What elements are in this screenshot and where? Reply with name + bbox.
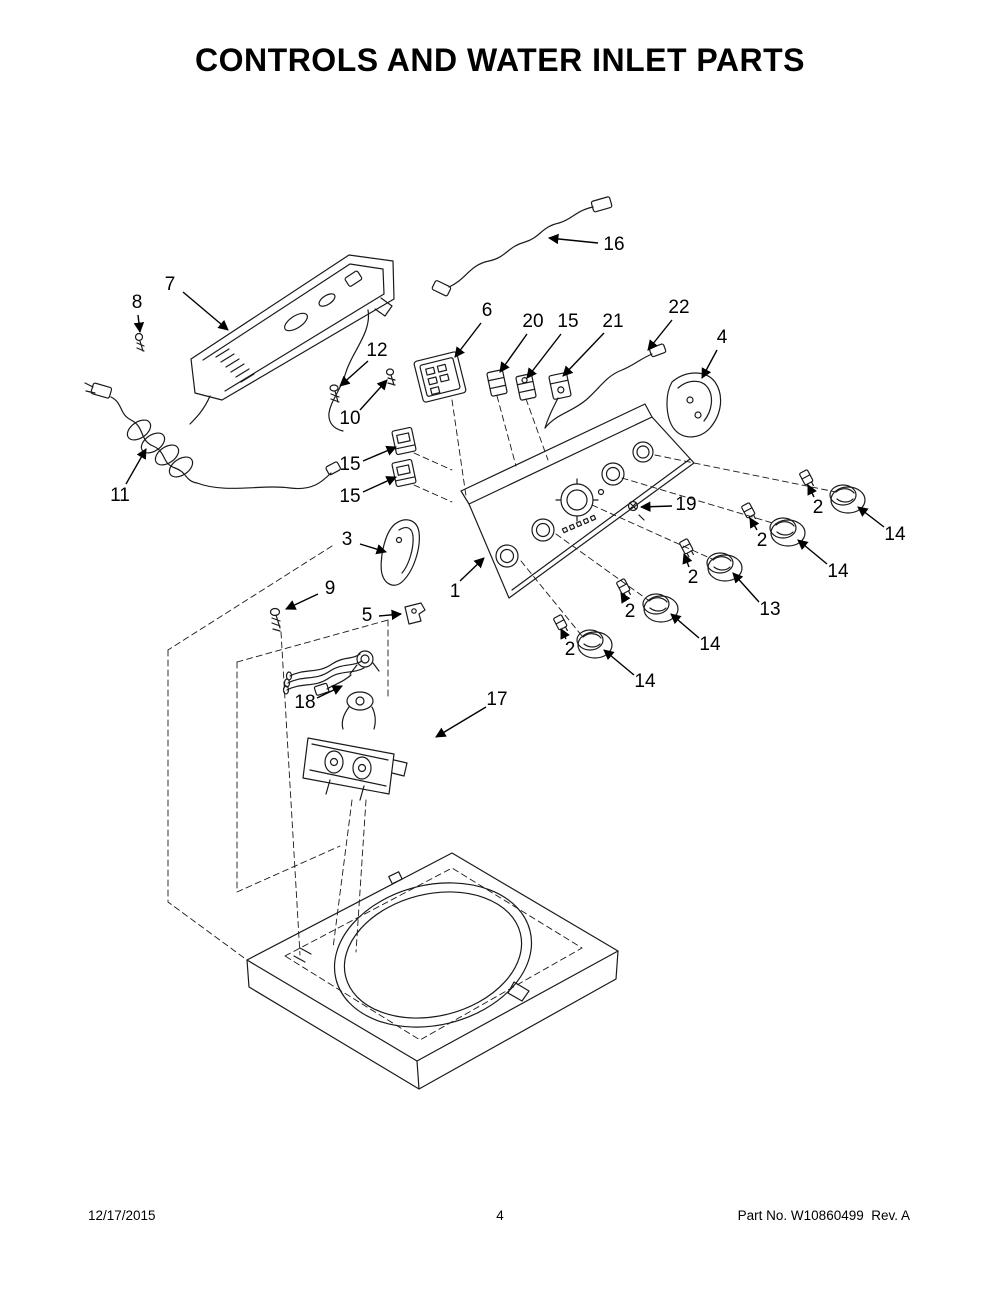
callout-arrow-19-16 (639, 501, 673, 512)
wire-harness-16-part (431, 196, 613, 297)
callout-label-18-29: 18 (294, 692, 316, 713)
callout-arrow-2-25 (560, 628, 570, 640)
power-cord-part (84, 382, 341, 490)
callout-label-9-27: 9 (324, 578, 336, 599)
knob-part (642, 593, 679, 623)
knob-part (576, 629, 613, 659)
callout-label-2-19: 2 (756, 530, 768, 551)
callout-arrow-14-26 (603, 649, 635, 676)
callout-arrow-14-20 (797, 539, 828, 565)
callout-label-22-7: 22 (668, 297, 690, 318)
callout-label-11-13: 11 (110, 485, 130, 506)
switch-wire (544, 397, 559, 429)
switch-15-top-part (515, 373, 537, 401)
bracket-5-part (404, 602, 426, 625)
cabinet-top-part (246, 852, 619, 1090)
callout-label-2-23: 2 (624, 601, 636, 622)
callout-arrow-15-5 (526, 333, 562, 379)
callout-label-19-16: 19 (675, 494, 697, 515)
footer-date: 12/17/2015 (88, 1208, 156, 1223)
page-title: CONTROLS AND WATER INLET PARTS (195, 42, 805, 78)
callout-label-20-4: 20 (522, 311, 544, 332)
callout-label-5-28: 5 (361, 605, 373, 626)
screw-10-part (385, 368, 396, 386)
callout-arrow-6-3 (454, 322, 482, 358)
callout-arrow-11-13 (125, 448, 147, 485)
switch-15b-part (391, 458, 417, 488)
callout-arrow-21-6 (562, 332, 605, 377)
callout-label-15-11: 15 (339, 454, 361, 475)
callout-label-21-6: 21 (602, 311, 624, 332)
callout-label-14-20: 14 (827, 561, 849, 582)
callout-arrow-16-0 (547, 233, 599, 245)
callout-arrow-2-19 (749, 517, 760, 531)
callout-arrow-8-2 (133, 314, 145, 334)
inlet-valve-assembly-part (282, 650, 408, 801)
callout-arrow-12-9 (339, 360, 369, 387)
callout-label-15-12: 15 (339, 486, 361, 507)
callout-label-15-5: 15 (557, 311, 579, 332)
end-cap-left-part (380, 519, 420, 586)
callout-arrow-7-1 (182, 291, 229, 331)
page-footer: 12/17/2015 4 Part No. W10860499 Rev. A (0, 1208, 1000, 1228)
callout-arrow-5-28 (378, 609, 403, 621)
callout-label-16-0: 16 (603, 234, 625, 255)
callout-label-13-22: 13 (759, 599, 781, 620)
callout-arrow-9-27 (285, 593, 319, 610)
screw-12-part (329, 384, 340, 403)
callout-arrow-3-14 (359, 543, 388, 555)
knob-part (829, 484, 866, 514)
control-board-part (413, 351, 467, 403)
callout-label-6-3: 6 (481, 300, 493, 321)
callout-label-3-14: 3 (341, 529, 353, 550)
callout-label-10-10: 10 (339, 408, 361, 429)
footer-page-number: 4 (496, 1208, 504, 1223)
callout-arrow-14-24 (670, 613, 700, 639)
callout-arrow-15-12 (362, 476, 397, 493)
callout-arrow-2-21 (682, 553, 693, 568)
callout-arrow-10-10 (359, 379, 388, 411)
callout-arrow-17-30 (435, 706, 487, 738)
callout-arrow-14-18 (857, 506, 885, 528)
callout-arrow-20-4 (499, 333, 528, 373)
callout-label-14-26: 14 (634, 671, 656, 692)
callout-arrow-22-7 (647, 319, 673, 351)
callout-label-8-2: 8 (131, 292, 143, 313)
callout-arrow-4-8 (701, 349, 718, 379)
callout-label-12-9: 12 (366, 340, 388, 361)
callout-label-2-25: 2 (564, 639, 576, 660)
screw-19-part (627, 500, 645, 521)
callout-label-2-21: 2 (687, 567, 699, 588)
switch-15a-part (391, 426, 417, 456)
callout-label-2-17: 2 (812, 497, 824, 518)
callout-label-4-8: 4 (716, 327, 728, 348)
callout-arrow-1-15 (459, 557, 485, 582)
knob-13-part (706, 552, 743, 582)
callout-label-1-15: 1 (449, 581, 461, 602)
screw-8-part (134, 332, 145, 352)
callout-label-17-30: 17 (486, 689, 508, 710)
switch-21-part (548, 372, 572, 400)
footer-part-info: Part No. W10860499 Rev. A (737, 1208, 910, 1223)
screw-9-part (269, 607, 281, 632)
console-part (460, 403, 695, 599)
callout-arrow-18-29 (316, 685, 343, 699)
callout-arrow-13-22 (732, 572, 760, 603)
knob-part (769, 517, 806, 547)
callout-arrow-15-11 (362, 445, 397, 462)
callout-arrow-2-17 (807, 484, 817, 498)
rear-panel-part (189, 254, 395, 432)
callout-label-14-24: 14 (699, 634, 721, 655)
callout-arrow-2-23 (620, 592, 631, 604)
callout-label-7-1: 7 (164, 274, 176, 295)
switch-20-part (486, 369, 508, 397)
callout-label-14-18: 14 (884, 524, 906, 545)
